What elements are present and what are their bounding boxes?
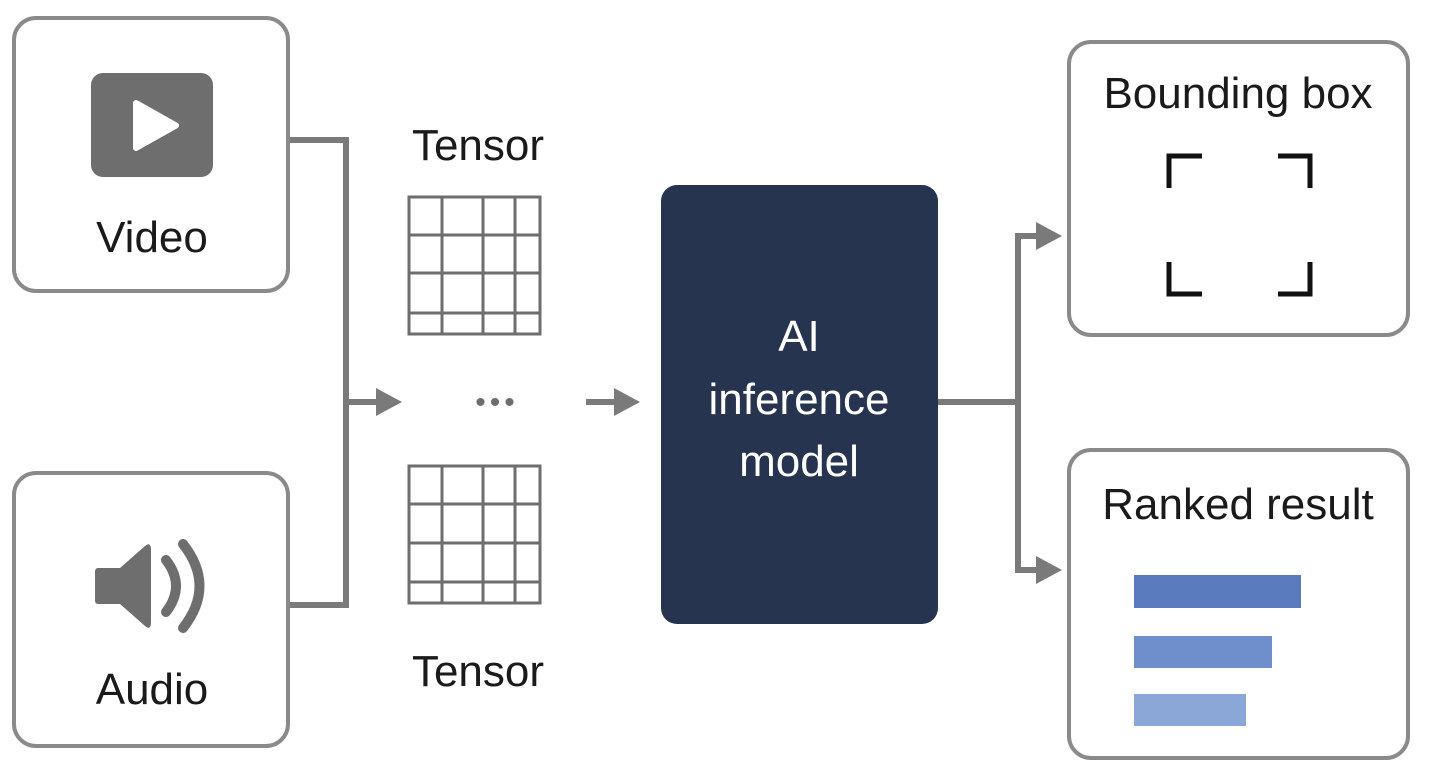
bounding-box-output-box: Bounding box: [1067, 40, 1410, 337]
ranked-bar-3: [1134, 694, 1246, 726]
ranked-bar-1: [1134, 575, 1301, 608]
tensor-bottom-label: Tensor: [412, 647, 544, 696]
bounding-box-corners-icon: [1166, 153, 1313, 297]
video-input-box: Video: [12, 16, 290, 293]
play-icon: [91, 73, 213, 177]
audio-input-box: Audio: [12, 471, 290, 748]
video-label: Video: [96, 213, 208, 262]
input-connector: [290, 137, 378, 608]
audio-label: Audio: [96, 665, 209, 714]
bounding-box-title: Bounding box: [1103, 69, 1372, 118]
tensor-ellipsis: •••: [475, 386, 519, 419]
output-arrowhead-top: [1036, 222, 1062, 250]
tensor-grid-top: [407, 195, 542, 336]
ranked-bar-2: [1134, 636, 1272, 668]
model-label-line1: AI: [778, 312, 820, 361]
model-label-line3: model: [739, 437, 859, 486]
model-input-arrowhead: [614, 388, 640, 416]
ai-inference-model-box: AI inference model: [661, 185, 938, 624]
ranked-bars-icon: [1134, 575, 1301, 726]
model-label-line2: inference: [708, 375, 889, 424]
speaker-icon: [95, 539, 205, 633]
output-connector: [938, 233, 1038, 573]
ranked-result-title: Ranked result: [1102, 480, 1373, 529]
input-arrowhead: [376, 388, 402, 416]
output-arrowhead-bottom: [1036, 556, 1062, 584]
tensor-grid-bottom: [407, 464, 542, 605]
tensor-top-label: Tensor: [412, 121, 544, 170]
ranked-result-output-box: Ranked result: [1067, 448, 1410, 760]
